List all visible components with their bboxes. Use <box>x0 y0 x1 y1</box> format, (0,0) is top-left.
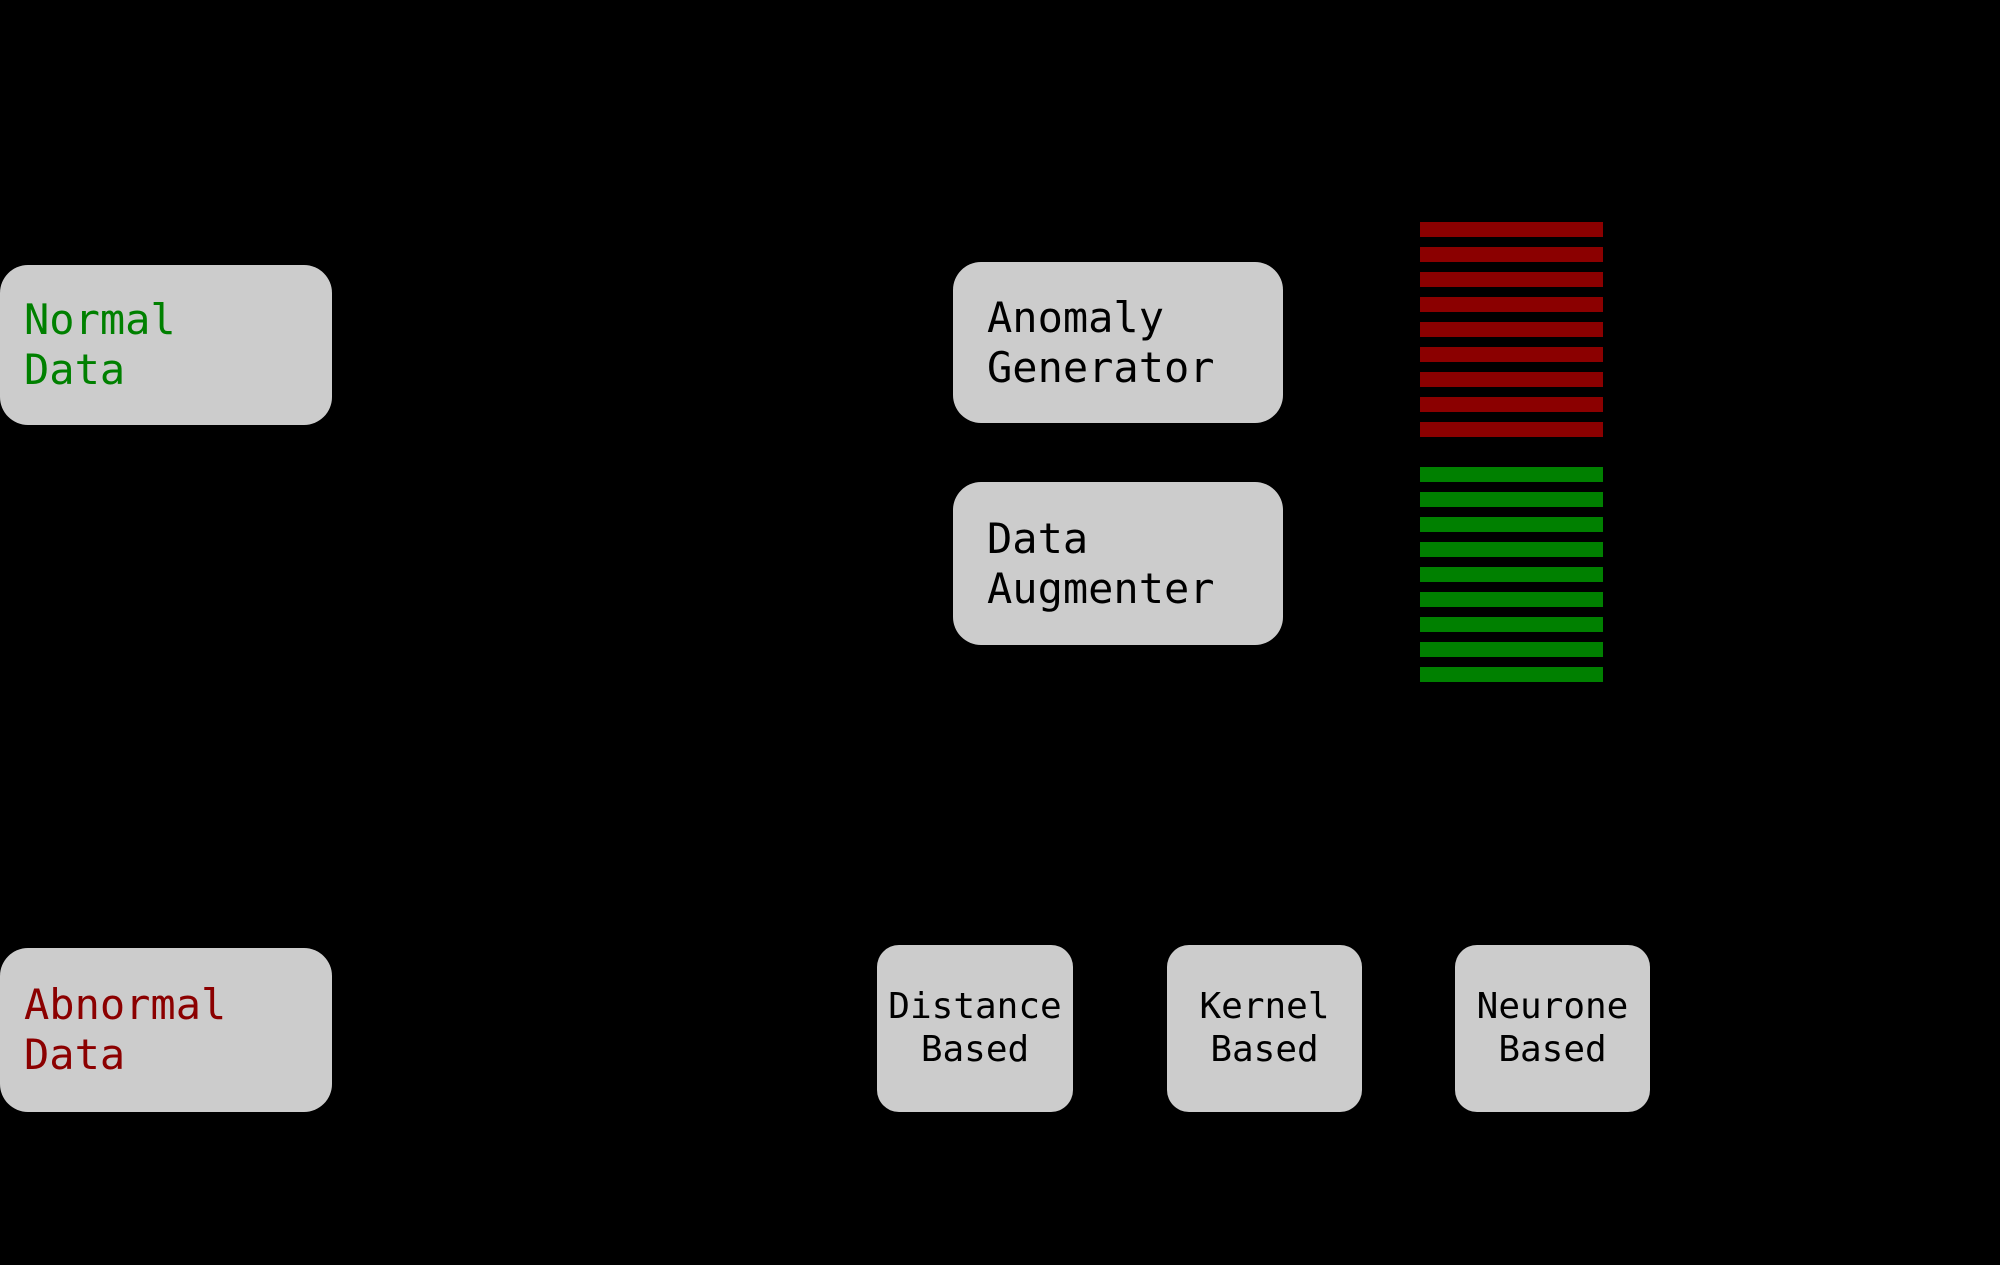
normal-data-bar <box>1420 592 1603 607</box>
node-distance-based-line-1: Distance <box>888 986 1062 1028</box>
node-kernel-based-line-2: Based <box>1210 1028 1319 1070</box>
node-normal-data-line-2: Data <box>24 345 126 394</box>
node-neurone-based[interactable]: Neurone Based <box>1455 945 1650 1112</box>
node-data-augmenter-line-1: Data <box>987 513 1089 563</box>
normal-data-bar <box>1420 667 1603 682</box>
abnormal-data-bar <box>1420 322 1603 337</box>
normal-data-bar <box>1420 642 1603 657</box>
node-neurone-based-line-2: Based <box>1498 1028 1607 1070</box>
normal-data-bar <box>1420 467 1603 482</box>
node-distance-based-line-2: Based <box>920 1028 1030 1070</box>
abnormal-data-bar <box>1420 372 1603 387</box>
normal-data-bar <box>1420 617 1603 632</box>
node-anomaly-generator-line-2: Generator <box>987 342 1215 392</box>
abnormal-data-bar <box>1420 297 1603 312</box>
normal-data-bar <box>1420 492 1603 507</box>
normal-data-bar <box>1420 517 1603 532</box>
node-anomaly-generator-line-1: Anomaly <box>987 292 1165 342</box>
mixed-dataset-bar-strip <box>1420 222 1603 682</box>
node-normal-data-line-1: Normal <box>24 295 176 345</box>
node-normal-data[interactable]: Normal Data <box>0 265 332 425</box>
node-abnormal-data-line-1: Abnormal <box>24 980 227 1030</box>
abnormal-data-bar <box>1420 422 1603 437</box>
abnormal-data-bar <box>1420 222 1603 237</box>
node-abnormal-data[interactable]: Abnormal Data <box>0 948 332 1112</box>
node-kernel-based-line-1: Kernel <box>1199 986 1330 1028</box>
abnormal-data-bar <box>1420 272 1603 287</box>
normal-data-bar <box>1420 542 1603 557</box>
node-data-augmenter[interactable]: Data Augmenter <box>953 482 1283 645</box>
normal-data-bar <box>1420 567 1603 582</box>
node-abnormal-data-line-2: Data <box>24 1030 126 1079</box>
abnormal-data-bar <box>1420 397 1603 412</box>
node-anomaly-generator[interactable]: Anomaly Generator <box>953 262 1283 423</box>
node-distance-based[interactable]: Distance Based <box>877 945 1073 1112</box>
abnormal-data-bar <box>1420 247 1603 262</box>
node-kernel-based[interactable]: Kernel Based <box>1167 945 1362 1112</box>
node-neurone-based-line-1: Neurone <box>1476 986 1629 1028</box>
abnormal-data-bar <box>1420 347 1603 362</box>
node-data-augmenter-line-2: Augmenter <box>987 563 1215 613</box>
